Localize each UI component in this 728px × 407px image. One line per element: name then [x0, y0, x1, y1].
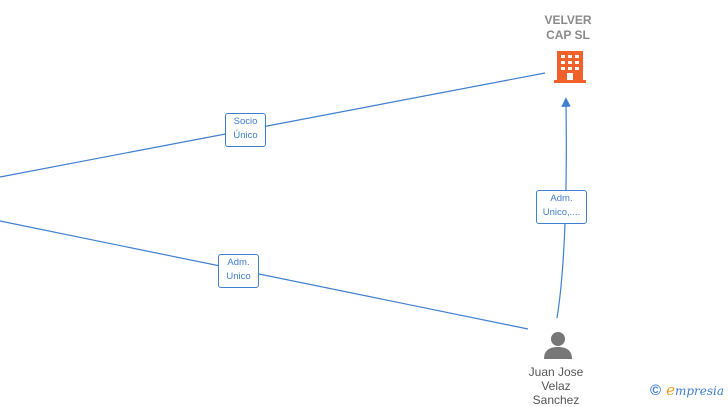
person-name-line1: Juan Jose	[528, 365, 584, 379]
building-icon[interactable]	[554, 49, 586, 83]
edge-line-socio-unico	[0, 72, 546, 178]
company-name[interactable]: VELVER CAP SL	[530, 13, 606, 43]
copyright-icon: ©	[650, 381, 662, 399]
edge-label-socio-unico[interactable]: Socio Único	[225, 113, 266, 147]
empresia-logo[interactable]: empresia	[666, 381, 724, 399]
person-icon[interactable]	[543, 330, 573, 360]
edge-label-adm-unico-left[interactable]: Adm. Unico	[218, 254, 259, 288]
edge-label-adm-unico-person[interactable]: Adm. Unico,....	[536, 190, 587, 224]
empresia-logo-initial: e	[666, 381, 675, 399]
person-name-line3: Sanchez	[532, 393, 580, 407]
company-name-line1: VELVER	[544, 13, 592, 27]
footer-branding: © empresia	[650, 380, 724, 400]
edge-line-adm-unico-person	[556, 97, 571, 319]
empresia-logo-text: mpresia	[674, 384, 725, 398]
person-name[interactable]: Juan Jose Velaz Sanchez	[516, 365, 596, 407]
person-name-line2: Velaz	[541, 379, 571, 393]
company-name-line2: CAP SL	[546, 28, 590, 42]
edge-line-adm-unico-left	[0, 220, 529, 330]
